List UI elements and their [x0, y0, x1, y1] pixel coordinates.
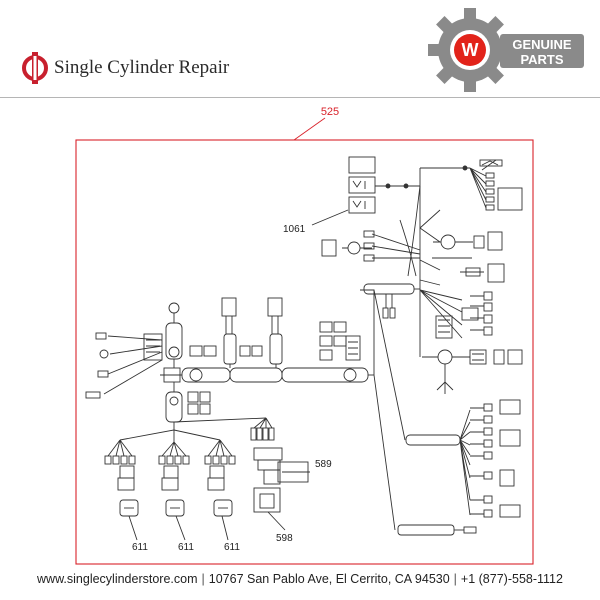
brand[interactable]: Single Cylinder Repair — [22, 50, 229, 86]
page-header: Single Cylinder Repair W GENUINE PARTS — [0, 0, 600, 100]
relay-589[interactable] — [253, 447, 309, 485]
callout-611-mid: 611 — [178, 542, 194, 553]
upper-connectors[interactable] — [189, 297, 361, 368]
brand-name: Single Cylinder Repair — [54, 57, 230, 78]
wiring-harness-diagram: 525 1061 589 598 611 611 611 — [75, 106, 534, 565]
callout-598-leader — [267, 511, 286, 531]
left-leads[interactable] — [85, 332, 163, 399]
footer-phone[interactable]: +1 (877)-558-1112 — [460, 572, 563, 586]
badge-letter: W — [462, 40, 479, 60]
callout-611-right: 611 — [224, 542, 240, 553]
assembly-callout: 525 — [321, 106, 339, 118]
header-divider — [0, 97, 600, 98]
badge-line2: PARTS — [520, 52, 563, 67]
genuine-parts-badge: W GENUINE PARTS — [428, 8, 584, 92]
left-harness[interactable] — [104, 302, 267, 491]
callout-589: 589 — [315, 459, 332, 470]
top-plug-fan[interactable] — [250, 417, 275, 441]
footer-address: 10767 San Pablo Ave, El Cerrito, CA 9453… — [208, 572, 450, 586]
connector-fan-top[interactable] — [469, 159, 523, 211]
main-harness[interactable] — [160, 367, 374, 383]
brand-logo-icon — [22, 52, 48, 84]
footer-separator: | — [453, 572, 457, 586]
connector-fan-right[interactable] — [419, 289, 493, 339]
small-plug[interactable] — [321, 239, 372, 257]
callout-598: 598 — [276, 533, 293, 544]
footer-website[interactable]: www.singlecylinderstore.com — [37, 572, 198, 586]
badge-line1: GENUINE — [512, 37, 572, 52]
page-footer: www.singlecylinderstore.com|10767 San Pa… — [0, 572, 600, 594]
connector-611-right[interactable] — [213, 499, 233, 517]
gear-icon: W — [428, 8, 512, 92]
rear-connectors[interactable] — [470, 399, 521, 518]
connector-611-mid[interactable] — [165, 499, 185, 517]
bulb-set[interactable] — [348, 156, 420, 214]
callout-1061-leader — [311, 209, 349, 226]
callout-1061: 1061 — [283, 224, 306, 235]
footer-separator: | — [201, 572, 205, 586]
horn-assembly[interactable] — [422, 349, 523, 394]
headlight-connectors[interactable] — [419, 209, 505, 286]
connector-fan-mid-left — [363, 230, 421, 262]
connector-611-left[interactable] — [119, 499, 139, 517]
assembly-leader — [293, 117, 326, 141]
callout-611-left: 611 — [132, 542, 148, 553]
assembly-frame — [75, 139, 534, 565]
switch-block-598[interactable] — [253, 487, 281, 513]
tail-lead — [397, 524, 455, 536]
